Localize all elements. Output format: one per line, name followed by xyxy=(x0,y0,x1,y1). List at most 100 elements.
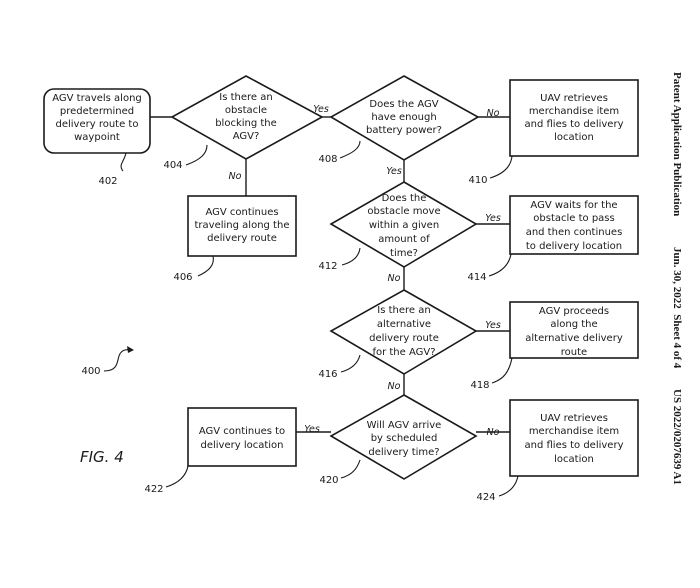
node-422-line-1: AGV continues to xyxy=(199,426,285,437)
decision-408: Does the AGV have enough battery power? xyxy=(329,75,480,161)
header-publication: Patent Application Publication xyxy=(671,72,683,216)
node-406-line-1: AGV continues xyxy=(205,207,278,218)
edge-label-412-416: No xyxy=(388,273,401,284)
leader-410 xyxy=(489,155,513,179)
leader-420 xyxy=(340,459,361,479)
node-418-line-1: AGV proceeds xyxy=(539,306,609,317)
node-410-line-1: UAV retrieves xyxy=(540,93,608,104)
node-414-line-3: and then continues xyxy=(526,227,623,238)
node-410-line-2: merchandise item xyxy=(529,106,619,117)
node-412-line-3: within a given xyxy=(369,220,439,231)
edge-label-408-410: No xyxy=(487,108,500,119)
node-424-line-3: and flies to delivery xyxy=(525,440,624,451)
node-408-line-3: battery power? xyxy=(366,125,442,136)
process-box-424: UAV retrieves merchandise item and flies… xyxy=(509,399,639,477)
node-402-line-4: waypoint xyxy=(74,132,120,143)
ref-414: 414 xyxy=(467,272,486,283)
edge-label-420-422: Yes xyxy=(304,424,320,435)
decision-404: Is there an obstacle blocking the AGV? xyxy=(170,75,324,160)
node-418-line-4: route xyxy=(561,347,587,358)
node-412-line-2: obstacle move xyxy=(367,206,440,217)
node-424-line-4: location xyxy=(554,454,594,465)
edge-label-408-412: Yes xyxy=(386,166,402,177)
edge-label-420-424: No xyxy=(487,427,500,438)
reference-numerals: 402 404 406 408 410 412 414 416 418 420 … xyxy=(81,154,495,503)
leader-402 xyxy=(120,152,127,172)
ref-412: 412 xyxy=(318,261,337,272)
node-416-line-3: delivery route xyxy=(369,333,439,344)
node-416-line-2: alternative xyxy=(377,319,431,330)
node-414-line-1: AGV waits for the xyxy=(530,200,617,211)
ref-400: 400 xyxy=(81,366,100,377)
decision-416: Is there an alternative delivery route f… xyxy=(329,289,478,375)
node-408-line-2: have enough xyxy=(371,112,436,123)
leader-422 xyxy=(165,465,189,488)
node-404-line-4: AGV? xyxy=(233,131,260,142)
node-414-line-2: obstacle to pass xyxy=(533,213,614,224)
node-424-line-2: merchandise item xyxy=(529,426,619,437)
node-402-line-1: AGV travels along xyxy=(52,93,142,104)
connectors xyxy=(150,116,510,433)
ref-418: 418 xyxy=(470,380,489,391)
ref-410: 410 xyxy=(468,175,487,186)
leader-lines xyxy=(103,140,519,497)
node-412-line-5: time? xyxy=(390,248,418,259)
edge-label-404-408: Yes xyxy=(313,104,329,115)
node-406-line-3: delivery route xyxy=(207,233,277,244)
leader-424 xyxy=(498,475,519,497)
node-406-line-2: traveling along the xyxy=(195,220,290,231)
node-424-line-1: UAV retrieves xyxy=(540,413,608,424)
leader-408 xyxy=(339,140,361,159)
leader-406 xyxy=(197,255,214,277)
process-box-402: AGV travels along predetermined delivery… xyxy=(43,88,151,154)
node-412-line-4: amount of xyxy=(378,234,430,245)
node-412-line-1: Does the xyxy=(382,193,427,204)
node-422-line-2: delivery location xyxy=(200,440,283,451)
node-404-line-2: obstacle xyxy=(225,105,267,116)
process-box-406: AGV continues traveling along the delive… xyxy=(187,195,297,257)
decision-412: Does the obstacle move within a given am… xyxy=(329,181,478,268)
node-404-line-1: Is there an xyxy=(219,92,272,103)
ref-408: 408 xyxy=(318,154,337,165)
ref-422: 422 xyxy=(144,484,163,495)
node-420-line-3: delivery time? xyxy=(368,447,439,458)
ref-420: 420 xyxy=(319,475,338,486)
header-publication-number: US 2022/0207639 A1 xyxy=(671,389,683,485)
node-418-line-3: alternative delivery xyxy=(525,333,623,344)
ref-402: 402 xyxy=(98,176,117,187)
edge-label-404-406: No xyxy=(229,171,242,182)
ref-416: 416 xyxy=(318,369,337,380)
node-410-line-3: and flies to delivery xyxy=(525,119,624,130)
header-date-sheet: Jun. 30, 2022 Sheet 4 of 4 xyxy=(671,247,683,369)
leader-414 xyxy=(488,253,512,277)
leader-418 xyxy=(491,357,513,384)
leader-404 xyxy=(185,144,208,166)
process-box-422: AGV continues to delivery location xyxy=(187,407,297,467)
process-box-418: AGV proceeds along the alternative deliv… xyxy=(509,301,639,359)
node-410-line-4: location xyxy=(554,132,594,143)
edge-label-416-420: No xyxy=(388,381,401,392)
edge-label-416-418: Yes xyxy=(485,320,501,331)
patent-header: Patent Application Publication Jun. 30, … xyxy=(671,72,683,485)
arrowhead-400 xyxy=(127,346,134,353)
ref-424: 424 xyxy=(476,492,495,503)
node-404-line-3: blocking the xyxy=(215,118,277,129)
leader-400 xyxy=(103,349,131,372)
leader-412 xyxy=(341,247,361,266)
figure-label: FIG. 4 xyxy=(80,448,124,466)
node-416-line-4: for the AGV? xyxy=(372,347,435,358)
node-408-line-1: Does the AGV xyxy=(369,99,438,110)
leader-416 xyxy=(340,354,361,373)
node-402-line-2: predetermined xyxy=(60,106,134,117)
node-414-line-4: to delivery location xyxy=(526,241,622,252)
decision-420: Will AGV arrive by scheduled delivery ti… xyxy=(329,394,478,480)
node-402-line-3: delivery route to xyxy=(56,119,139,130)
process-box-414: AGV waits for the obstacle to pass and t… xyxy=(509,195,639,255)
process-box-410: UAV retrieves merchandise item and flies… xyxy=(509,79,639,157)
ref-406: 406 xyxy=(173,272,192,283)
node-420-line-2: by scheduled xyxy=(371,433,438,444)
node-420-line-1: Will AGV arrive xyxy=(367,420,442,431)
edge-labels: Yes No No Yes Yes No Yes No Yes No xyxy=(229,104,501,438)
node-416-line-1: Is there an xyxy=(377,305,430,316)
